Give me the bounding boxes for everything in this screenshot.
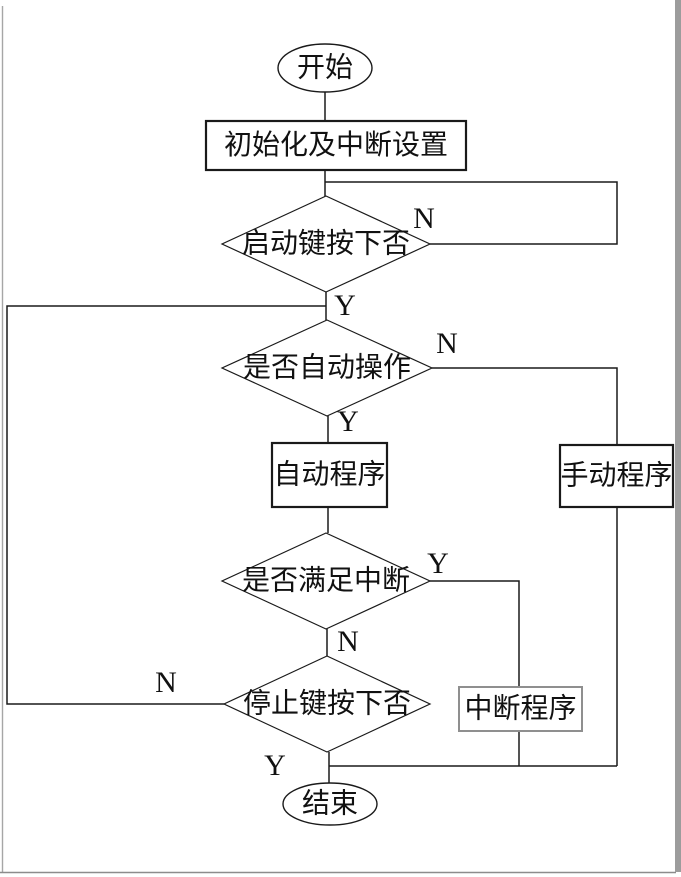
node-start-key: 启动键按下否 <box>220 195 432 293</box>
end-shape <box>282 782 378 826</box>
node-start: 开始 <box>277 43 373 93</box>
page-right-shadow <box>675 0 681 872</box>
stop-key-shape <box>222 655 432 753</box>
manual-program-label: 手动程序 <box>560 460 672 492</box>
node-init: 初始化及中断设置 <box>204 119 468 172</box>
start-key-label: 启动键按下否 <box>242 228 410 260</box>
manual-program-shape <box>558 443 675 509</box>
init-label: 初始化及中断设置 <box>224 129 448 161</box>
stop-key-label: 停止键按下否 <box>243 688 411 720</box>
auto-program-label: 自动程序 <box>273 459 385 491</box>
node-auto-program: 自动程序 <box>270 441 389 509</box>
edge-startkey-n-loop <box>325 181 618 245</box>
auto-question-label: 是否自动操作 <box>243 352 411 384</box>
node-end: 结束 <box>282 782 378 826</box>
start-shape <box>277 43 373 93</box>
edge-interruptq-y-to-intprog <box>430 580 520 687</box>
node-stop-key: 停止键按下否 <box>222 655 432 753</box>
start-label: 开始 <box>297 52 353 84</box>
init-shape <box>204 119 468 172</box>
stopkey-y-label: Y <box>264 749 286 782</box>
edge-stopkey-n-left-loop <box>6 305 326 705</box>
startkey-n-label: N <box>413 202 435 235</box>
end-label: 结束 <box>302 788 358 820</box>
interrupt-question-shape <box>220 532 432 630</box>
edge-autoq-n-to-manual <box>432 367 618 445</box>
node-manual-program: 手动程序 <box>558 443 675 509</box>
interruptq-n-label: N <box>337 625 359 658</box>
stopkey-n-label: N <box>155 666 177 699</box>
interrupt-program-label: 中断程序 <box>464 693 576 725</box>
interruptq-y-label: Y <box>427 547 449 580</box>
auto-program-shape <box>270 441 389 509</box>
node-interrupt-program: 中断程序 <box>458 686 583 732</box>
node-interrupt-question: 是否满足中断 <box>220 532 432 630</box>
interrupt-question-label: 是否满足中断 <box>242 565 410 597</box>
autoq-n-label: N <box>436 327 458 360</box>
interrupt-program-shape <box>458 686 583 732</box>
auto-question-shape <box>220 319 434 417</box>
node-auto-question: 是否自动操作 <box>220 319 434 417</box>
start-key-shape <box>220 195 432 293</box>
autoq-y-label: Y <box>337 405 359 438</box>
startkey-y-label: Y <box>334 289 356 322</box>
